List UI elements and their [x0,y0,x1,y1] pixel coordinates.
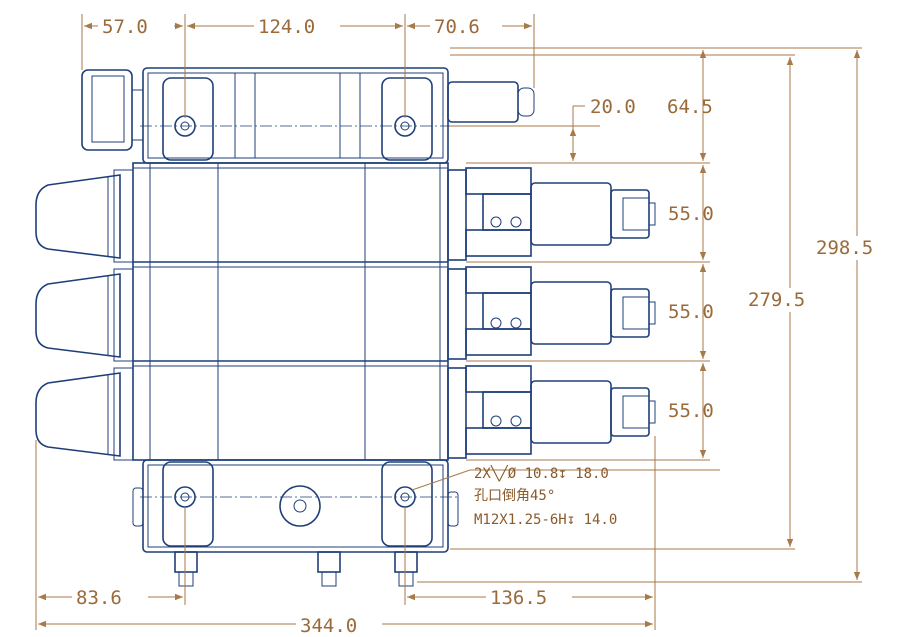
dim-height-279-5: 279.5 [748,289,805,311]
note-line-2: 孔口倒角45° [474,488,555,504]
bottom-left-mount-pad [162,461,214,547]
solenoid-3 [447,365,656,459]
top-right-boss [447,81,519,123]
left-handle-1 [35,169,134,263]
left-handle-2 [35,268,134,362]
solenoid-2 [447,266,656,360]
dim-top-right: 70.6 [434,16,480,38]
bottom-fitting-center [317,551,341,587]
top-end-plate [142,67,449,164]
section-body [132,162,449,461]
note-line-1: 2X╲╱Ø 10.8↧ 18.0 [474,465,609,482]
dimension-lines [35,14,862,630]
dim-offset-20: 20.0 [590,96,636,118]
solenoid-1 [447,167,656,261]
dim-height-64-5: 64.5 [667,96,713,118]
bottom-right-mount-pad [381,461,433,547]
dim-section-3: 55.0 [668,400,714,422]
hole-notes: 2X╲╱Ø 10.8↧ 18.0 孔口倒角45° M12X1.25-6H↧ 14… [474,465,617,528]
dim-section-2: 55.0 [668,301,714,323]
dim-total-width: 344.0 [300,615,357,637]
note-line-3: M12X1.25-6H↧ 14.0 [474,512,617,528]
dim-bottom-right: 136.5 [490,587,547,609]
dim-bottom-left: 83.6 [76,587,122,609]
dim-section-1: 55.0 [668,203,714,225]
center-port [279,485,321,527]
dim-top-mid: 124.0 [258,16,315,38]
bottom-fitting-right [394,551,418,587]
dimension-labels: 57.0 124.0 70.6 20.0 64.5 55.0 55.0 55.0… [72,14,900,637]
dim-top-left: 57.0 [102,16,148,38]
left-handle-3 [35,367,134,461]
top-left-mount-pad [162,77,214,161]
valve-assembly [35,67,656,587]
top-right-mount-pad [381,77,433,161]
dim-height-298-5: 298.5 [816,237,873,259]
bottom-fitting-left [174,551,198,587]
